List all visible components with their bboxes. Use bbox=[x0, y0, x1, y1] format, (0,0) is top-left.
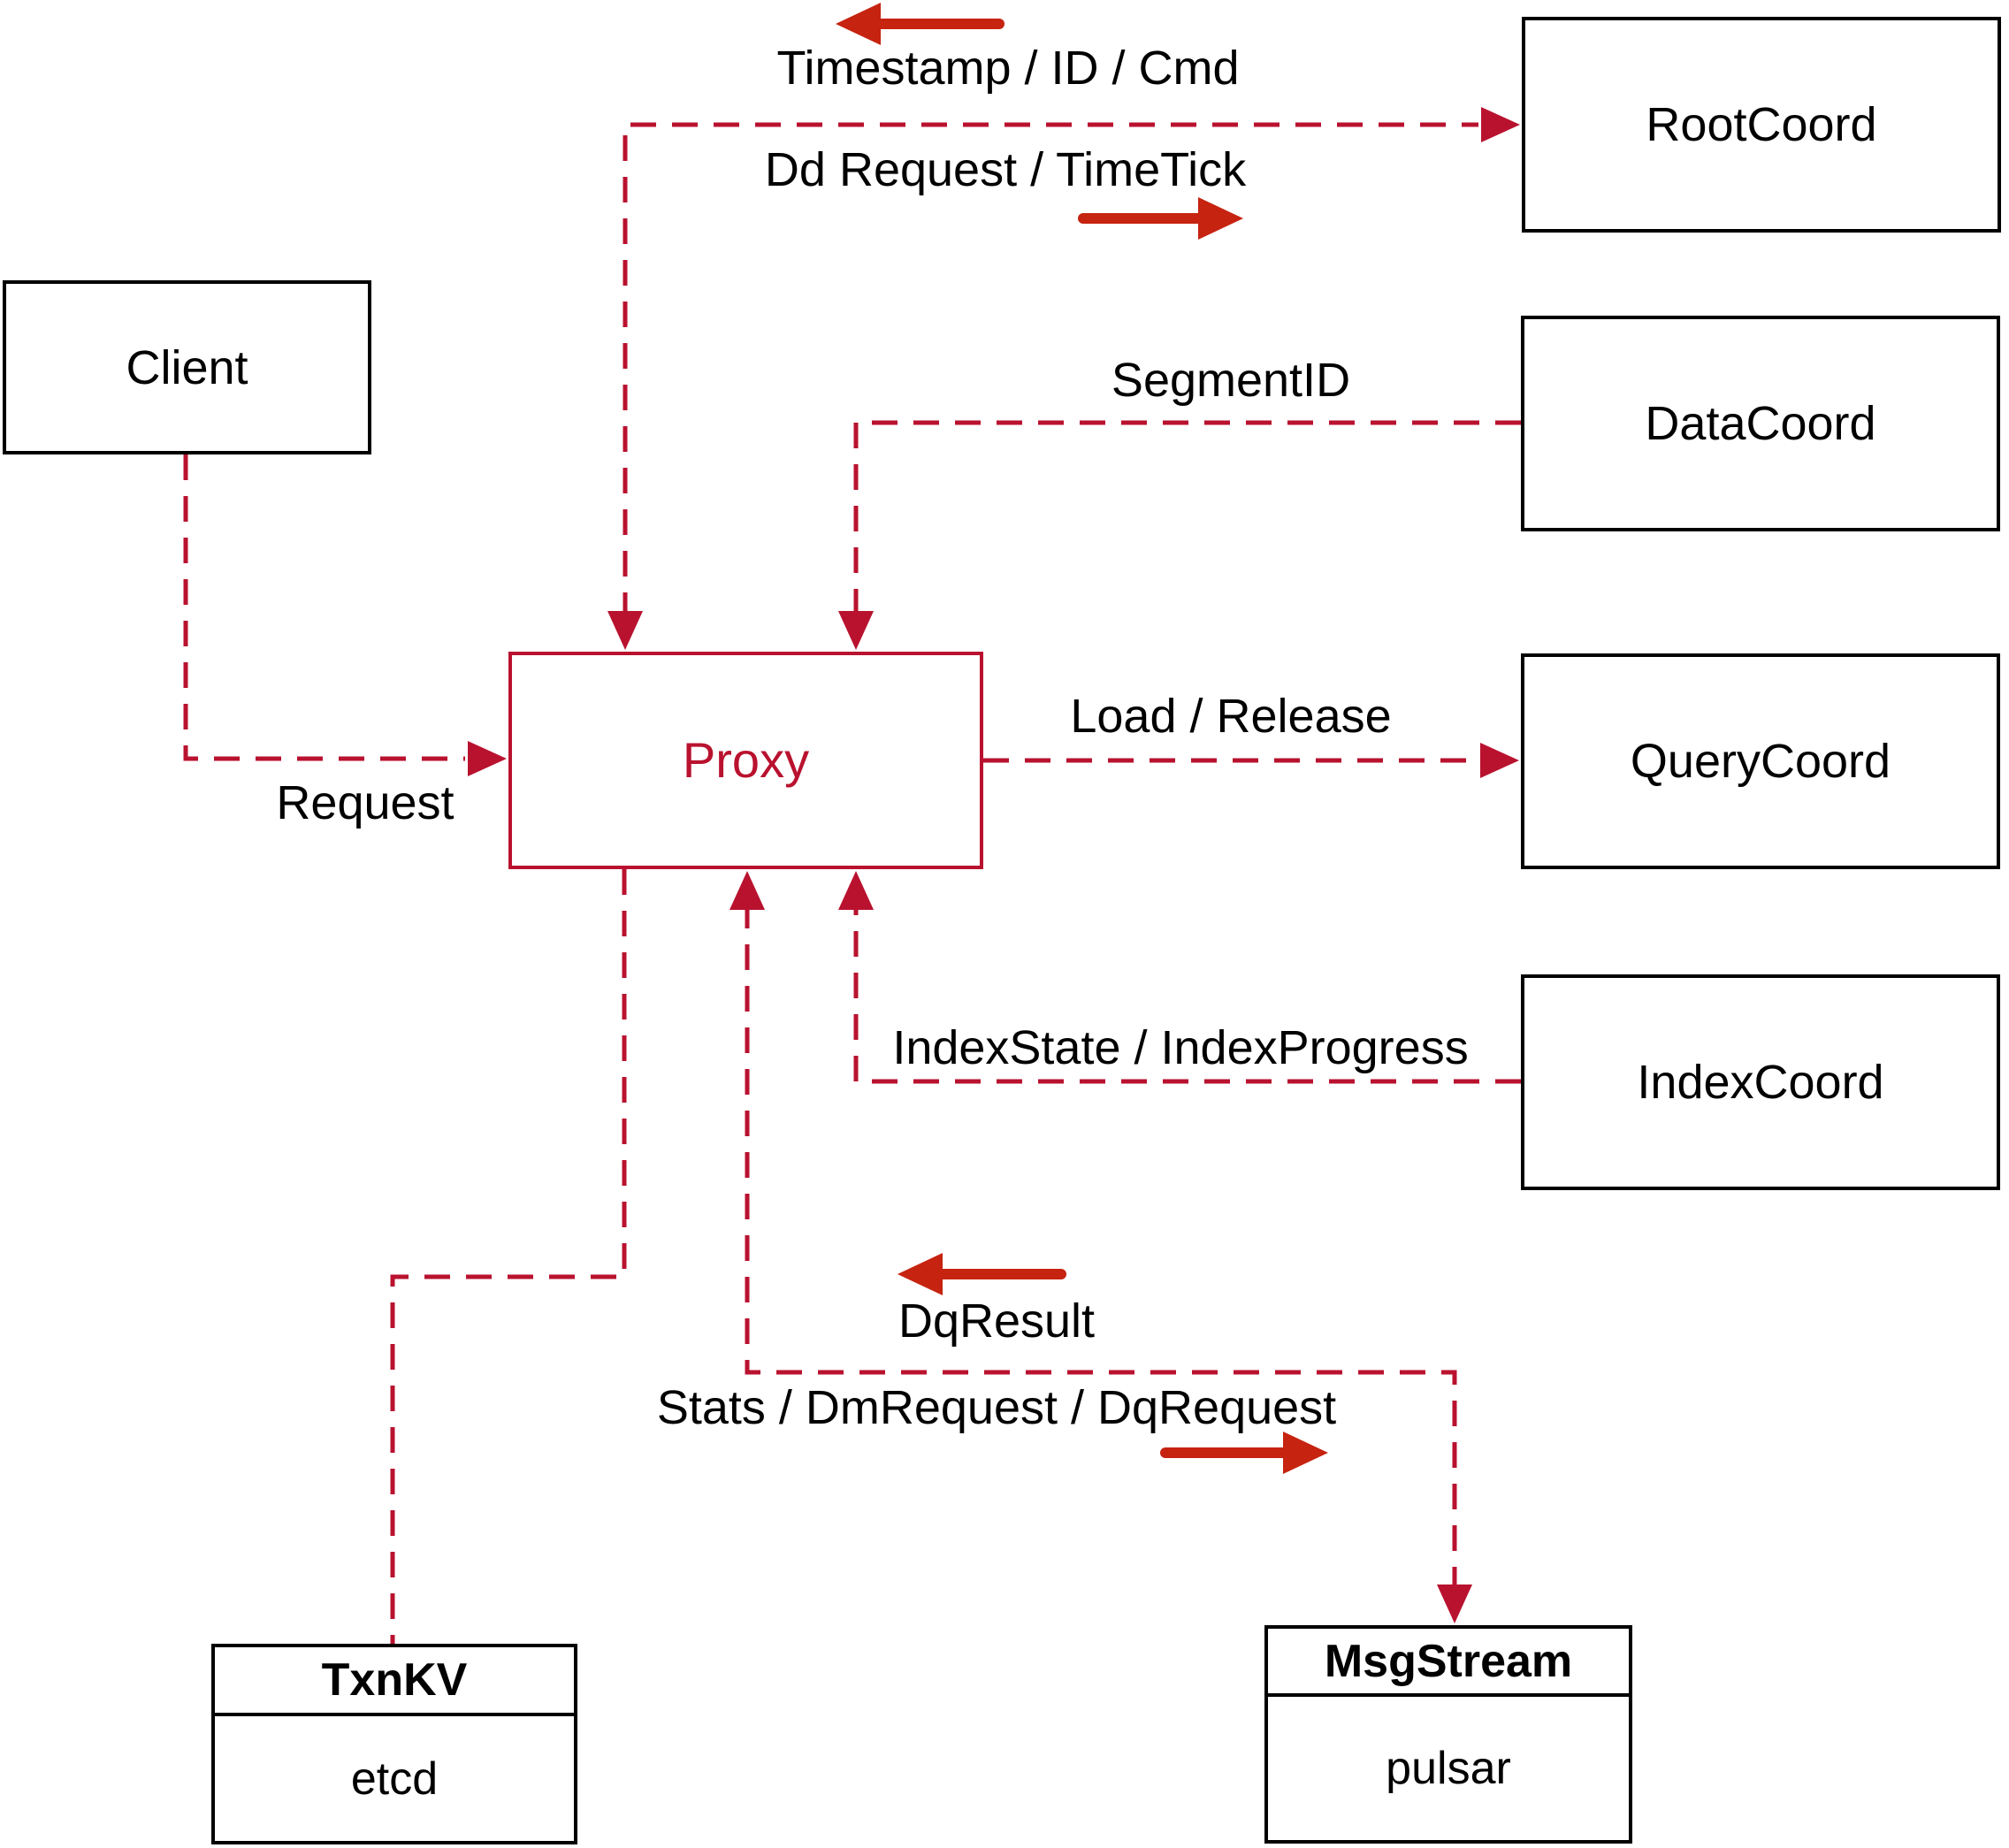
node-txnkv-implementation: etcd bbox=[350, 1753, 439, 1805]
node-msgstream-title: MsgStream bbox=[1268, 1629, 1629, 1697]
arrowhead-into-querycoord bbox=[1480, 743, 1519, 778]
flow-arrow-left-dqresult-icon bbox=[898, 1253, 1066, 1295]
connector-indexcoord-proxy bbox=[853, 903, 1521, 1084]
connector-datacoord-proxy bbox=[853, 420, 1521, 618]
edge-label-segment-id: SegmentID bbox=[1111, 354, 1351, 407]
connector-client-proxy bbox=[183, 454, 465, 761]
node-client-label: Client bbox=[126, 340, 248, 394]
edge-label-index-state: IndexState / IndexProgress bbox=[892, 1021, 1469, 1074]
arrowhead-into-proxy-left bbox=[468, 741, 507, 776]
edge-label-request: Request bbox=[276, 776, 455, 829]
node-indexcoord-label: IndexCoord bbox=[1637, 1056, 1884, 1109]
node-txnkv-title: TxnKV bbox=[215, 1647, 574, 1716]
arrowhead-into-rootcoord bbox=[1481, 107, 1520, 142]
node-querycoord: QueryCoord bbox=[1521, 653, 2000, 869]
edge-label-timestamp: Timestamp / ID / Cmd bbox=[776, 42, 1240, 95]
connector-proxy-txnkv bbox=[390, 869, 627, 1644]
node-txnkv: TxnKV etcd bbox=[211, 1644, 577, 1844]
connector-proxy-msgstream bbox=[745, 903, 1457, 1587]
arrowhead-into-proxy-top-right bbox=[838, 611, 874, 650]
edge-label-load-release: Load / Release bbox=[1070, 690, 1392, 743]
connector-proxy-rootcoord bbox=[623, 122, 1478, 618]
arrowhead-into-proxy-bottom-right bbox=[838, 871, 874, 910]
flow-arrow-left-timestamp-icon bbox=[836, 3, 1004, 45]
edge-label-dq-result: DqResult bbox=[898, 1294, 1096, 1348]
node-proxy-label: Proxy bbox=[682, 732, 810, 788]
node-msgstream: MsgStream pulsar bbox=[1264, 1625, 1632, 1844]
node-querycoord-label: QueryCoord bbox=[1630, 735, 1891, 788]
node-datacoord-label: DataCoord bbox=[1645, 397, 1876, 450]
arrowhead-into-proxy-bottom-mid bbox=[730, 871, 765, 910]
node-indexcoord: IndexCoord bbox=[1521, 974, 2000, 1190]
arrowhead-into-proxy-top-left bbox=[607, 611, 643, 650]
edge-label-stats: Stats / DmRequest / DqRequest bbox=[656, 1381, 1337, 1434]
edge-label-dd-request: Dd Request / TimeTick bbox=[764, 143, 1247, 196]
node-rootcoord: RootCoord bbox=[1522, 17, 2001, 233]
node-client: Client bbox=[3, 280, 371, 454]
flow-arrow-right-stats-icon bbox=[1160, 1432, 1328, 1474]
node-rootcoord-label: RootCoord bbox=[1646, 98, 1877, 151]
arrowhead-into-msgstream bbox=[1437, 1585, 1472, 1623]
node-datacoord: DataCoord bbox=[1521, 316, 2000, 531]
node-msgstream-implementation: pulsar bbox=[1386, 1743, 1511, 1794]
flow-arrow-right-ddrequest-icon bbox=[1078, 197, 1243, 240]
node-proxy: Proxy bbox=[508, 652, 983, 869]
